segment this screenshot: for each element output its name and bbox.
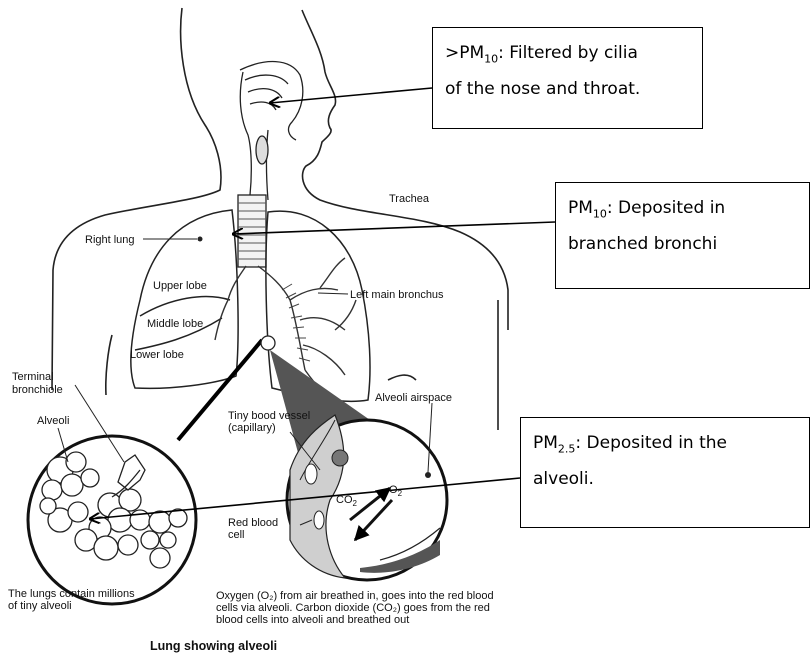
label-terminal-bronchiole-2: bronchiole	[12, 384, 63, 396]
callout-pm10-filtered: >PM10: Filtered by cilia of the nose and…	[432, 27, 703, 129]
alveoli-detail	[28, 336, 275, 604]
caption-left-1: The lungs contain millions	[8, 588, 135, 600]
callout-line-2: branched bronchi	[568, 229, 797, 260]
pm10-pointer	[233, 222, 555, 234]
callout-line-1: >PM10: Filtered by cilia	[445, 38, 690, 74]
trachea	[238, 195, 266, 267]
pm10-large-pointer	[270, 88, 432, 103]
label-red-blood-2: cell	[228, 529, 245, 541]
label-lower-lobe: Lower lobe	[130, 349, 184, 361]
callout-line-1: PM2.5: Deposited in the	[533, 428, 797, 464]
diagram-title: Lung showing alveoli	[150, 639, 277, 653]
caption-right-1: Oxygen (O₂) from air breathed in, goes i…	[216, 590, 494, 602]
label-right-lung: Right lung	[85, 234, 135, 246]
callout-pm25-alveoli: PM2.5: Deposited in the alveoli.	[520, 417, 810, 528]
label-middle-lobe: Middle lobe	[147, 318, 203, 330]
callout-line-1: PM10: Deposited in	[568, 193, 797, 229]
callout-line-2: alveoli.	[533, 464, 797, 495]
nasal-cavity	[240, 62, 303, 200]
label-terminal-bronchiole-1: Terminal	[12, 371, 54, 383]
callout-line-2: of the nose and throat.	[445, 74, 690, 105]
label-alveoli: Alveoli	[37, 415, 69, 427]
label-vessel-1: Tiny bood vessel	[228, 410, 310, 422]
label-upper-lobe: Upper lobe	[153, 280, 207, 292]
callout-pm10-bronchi: PM10: Deposited in branched bronchi	[555, 182, 810, 289]
label-vessel-2: (capillary)	[228, 422, 276, 434]
label-trachea: Trachea	[389, 193, 430, 205]
right-lung	[131, 210, 238, 388]
label-red-blood-1: Red blood	[228, 517, 278, 529]
label-left-main-bronchus: Left main bronchus	[350, 289, 444, 301]
caption-right-2: cells via alveoli. Carbon dioxide (CO₂) …	[216, 602, 490, 614]
capillary-detail	[270, 350, 447, 580]
caption-left-2: of tiny alveoli	[8, 600, 72, 612]
caption-right-3: blood cells into alveoli and breathed ou…	[216, 614, 409, 626]
label-alveoli-airspace: Alveoli airspace	[375, 392, 452, 404]
